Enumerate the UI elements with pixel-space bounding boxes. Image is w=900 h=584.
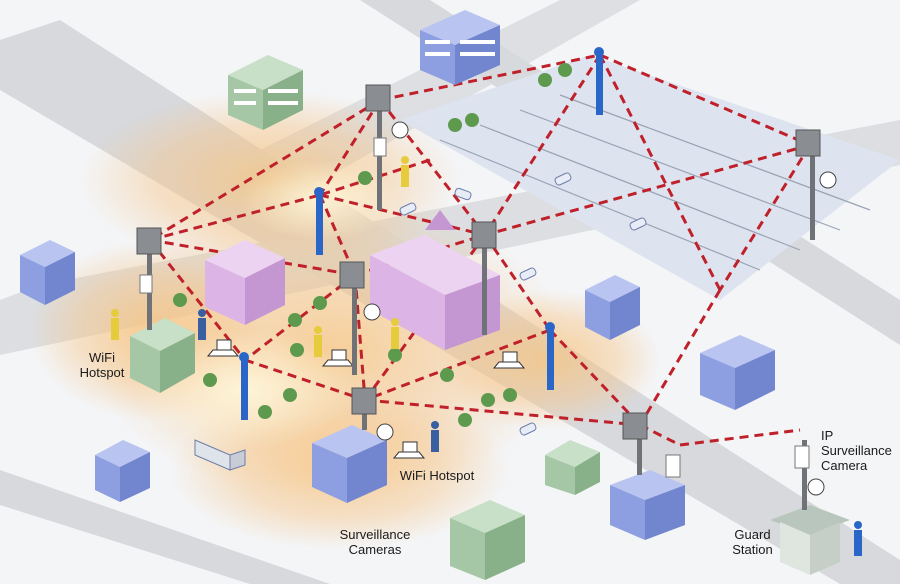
car-icon [519, 267, 537, 281]
person-icon [431, 421, 439, 452]
building-blue-right [700, 335, 775, 410]
wireless-mesh-node-icon [471, 221, 497, 335]
building-blue-top [420, 10, 500, 85]
wifi-hotspot-left-label: WiFi Hotspot [72, 350, 132, 380]
parking-lot [400, 55, 900, 300]
tree-icon [313, 296, 327, 310]
vehicles [194, 172, 647, 471]
laptop-icon [392, 441, 426, 459]
tree-icon [173, 293, 187, 307]
guard-station-line1: Guard [734, 527, 771, 542]
car-icon [454, 187, 472, 201]
building-blue-bottom-right [610, 470, 685, 540]
tree-icon [283, 388, 297, 402]
building-green-top [228, 55, 303, 130]
laptop-icon [206, 339, 240, 357]
wireless-mesh-node-icon [339, 261, 381, 375]
surveillance-camera-icon [819, 171, 837, 189]
building-green-left [130, 318, 195, 393]
car-icon [519, 422, 537, 436]
surveillance-cameras-line2: Cameras [348, 542, 402, 557]
truck-icon [194, 439, 246, 471]
tree-icon [538, 73, 552, 87]
access-point-icon [239, 352, 249, 420]
road-lower-left [0, 470, 330, 584]
car-icon [399, 202, 417, 216]
car-icon [629, 217, 647, 231]
tree-icon [440, 368, 454, 382]
guard-station-line2: Station [732, 542, 773, 557]
tree-icon [465, 113, 479, 127]
laptop-icon [492, 351, 526, 369]
car-icon [554, 172, 572, 186]
parking-lines [439, 94, 871, 271]
access-point-icon [594, 47, 604, 115]
person-icon [111, 309, 119, 340]
building-green-bottom [450, 500, 525, 580]
tree-icon [358, 171, 372, 185]
people [111, 156, 862, 556]
wifi-hotspot-center-label: WiFi Hotspot [399, 468, 475, 483]
building-pink-left [205, 240, 285, 325]
wireless-mesh-node-icon [136, 227, 162, 330]
ip-surveillance-camera-label: IP Surveillance Camera [821, 428, 899, 473]
wifi-hotspot-left-line2: Hotspot [79, 365, 125, 380]
tree-icon [258, 405, 272, 419]
ip-surveillance-camera-line3: Camera [821, 458, 868, 473]
mesh-nodes [136, 84, 837, 510]
surveillance-camera-icon [391, 121, 409, 139]
wifi-hotspot-left-line1: WiFi [89, 350, 115, 365]
guard-station-label: Guard Station [725, 527, 780, 557]
surveillance-camera-icon [376, 423, 394, 441]
wireless-mesh-node-icon [795, 129, 837, 240]
person-icon [314, 326, 322, 357]
person-icon [391, 318, 399, 349]
building-green-small [545, 440, 600, 495]
access-point-icon [314, 187, 324, 255]
laptops [206, 339, 526, 459]
person-icon [198, 309, 206, 340]
building-blue-left [20, 240, 75, 305]
surveillance-camera-icon [363, 303, 381, 321]
guard-booth-icon [770, 505, 850, 575]
tree-icon [481, 393, 495, 407]
wireless-mesh-node-icon [622, 412, 681, 478]
tree-icon [458, 413, 472, 427]
surveillance-cameras-label: Surveillance Cameras [325, 527, 425, 557]
tree-icon [503, 388, 517, 402]
person-icon [401, 156, 409, 187]
wireless-mesh-node-icon [794, 440, 825, 510]
person-icon [854, 521, 862, 556]
building-blue-bottom-left [95, 440, 150, 502]
access-points [239, 47, 604, 420]
tree-icon [558, 63, 572, 77]
tree-icon [388, 348, 402, 362]
surveillance-cameras-line1: Surveillance [339, 527, 411, 542]
tree-icon [290, 343, 304, 357]
access-point-icon [545, 322, 555, 390]
ip-surveillance-camera-line2: Surveillance [821, 443, 892, 458]
ip-surveillance-camera-line1: IP [821, 428, 834, 443]
building-blue-bottom-center [312, 425, 387, 503]
wireless-mesh-node-icon [351, 387, 394, 441]
surveillance-camera-icon [807, 478, 825, 496]
tree-icon [203, 373, 217, 387]
tree-icon [448, 118, 462, 132]
trees [173, 63, 572, 427]
building-blue-mid [585, 275, 640, 340]
wireless-mesh-node-icon [365, 84, 409, 210]
tree-icon [288, 313, 302, 327]
